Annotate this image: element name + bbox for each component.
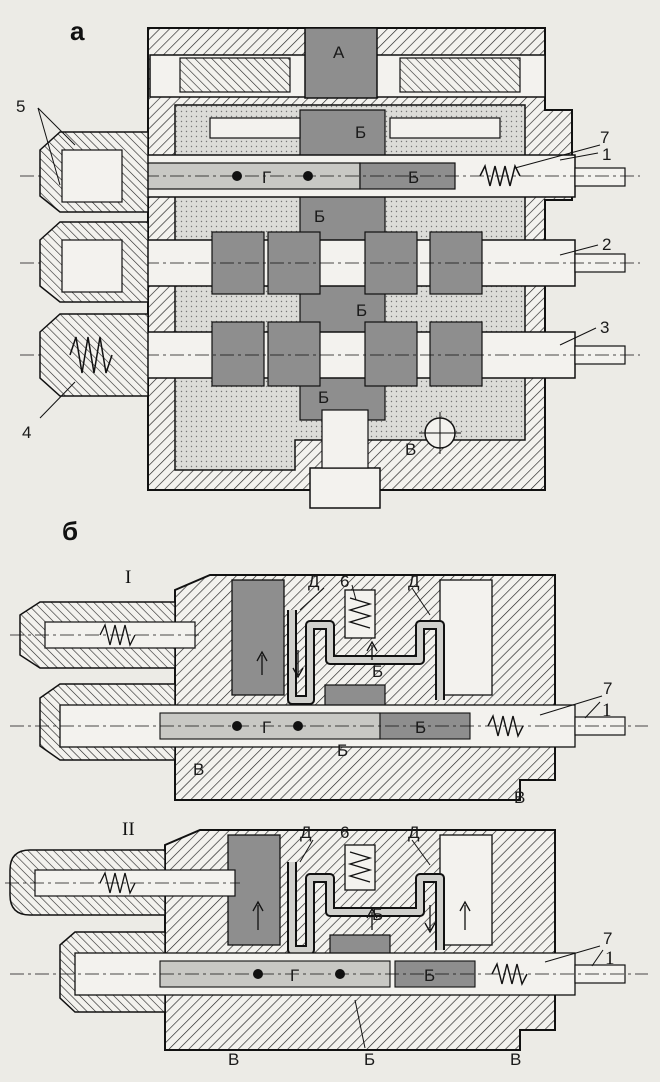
spring-4 — [69, 336, 113, 374]
view-1-label-v1: В — [193, 760, 204, 779]
view-1-callout-7: 7 — [603, 679, 612, 698]
label-zone-b1: Б — [355, 123, 366, 142]
spool-1-spring — [479, 163, 521, 187]
label-zone-g: Г — [262, 168, 271, 187]
panel-b-view-2: II — [5, 819, 648, 1069]
view-1-roman: I — [125, 567, 131, 588]
panel-a: а — [16, 16, 640, 509]
callout-5: 5 — [16, 97, 25, 116]
callout-7: 7 — [600, 128, 609, 147]
label-zone-b3: Б — [314, 207, 325, 226]
panel-a-bottom-plug — [309, 467, 381, 509]
panel-b-view-1: I — [10, 567, 648, 807]
panel-b: б I — [5, 516, 648, 1069]
view-1-label-v2: В — [514, 788, 525, 807]
view-2-label-b3: Б — [364, 1050, 375, 1069]
view-1-label-b1: Б — [372, 662, 383, 681]
callout-4: 4 — [22, 423, 31, 442]
callout-3: 3 — [600, 318, 609, 337]
valve-6-body — [344, 589, 376, 639]
panel-b-letter: б — [62, 516, 78, 546]
view-2-callout-1: 1 — [605, 948, 615, 969]
label-zone-b2: Б — [408, 168, 419, 187]
label-zone-a: А — [333, 43, 345, 62]
label-zone-b4: Б — [356, 301, 367, 320]
view-1-label-d1: Д — [308, 572, 320, 591]
view-2-label-v2: В — [510, 1050, 521, 1069]
callout-2: 2 — [602, 235, 611, 254]
view-2-label-b2: Б — [424, 966, 435, 985]
view-2-roman: II — [122, 819, 135, 840]
view-1-label-d2: Д — [408, 572, 420, 591]
view-2-label-g: Г — [290, 966, 299, 985]
panel-a-left-caps — [39, 131, 149, 397]
view-1-label-g: Г — [262, 718, 271, 737]
label-zone-b5: Б — [318, 388, 329, 407]
view-2-label-d2: Д — [408, 823, 420, 842]
view-2-callout-6: 6 — [340, 823, 349, 842]
panel-a-letter: а — [70, 16, 85, 46]
view-2-callout-7: 7 — [603, 929, 612, 948]
view-1-label-b3: Б — [337, 741, 348, 760]
view-2-label-d1: Д — [300, 823, 312, 842]
callout-1: 1 — [602, 145, 611, 164]
view-1-callout-1: 1 — [602, 700, 612, 721]
view-1-label-b2: Б — [415, 718, 426, 737]
view-2-label-v1: В — [228, 1050, 239, 1069]
view-2-label-b1: Б — [372, 905, 383, 924]
label-zone-v: В — [405, 440, 416, 459]
view-1-callout-6: 6 — [340, 572, 349, 591]
